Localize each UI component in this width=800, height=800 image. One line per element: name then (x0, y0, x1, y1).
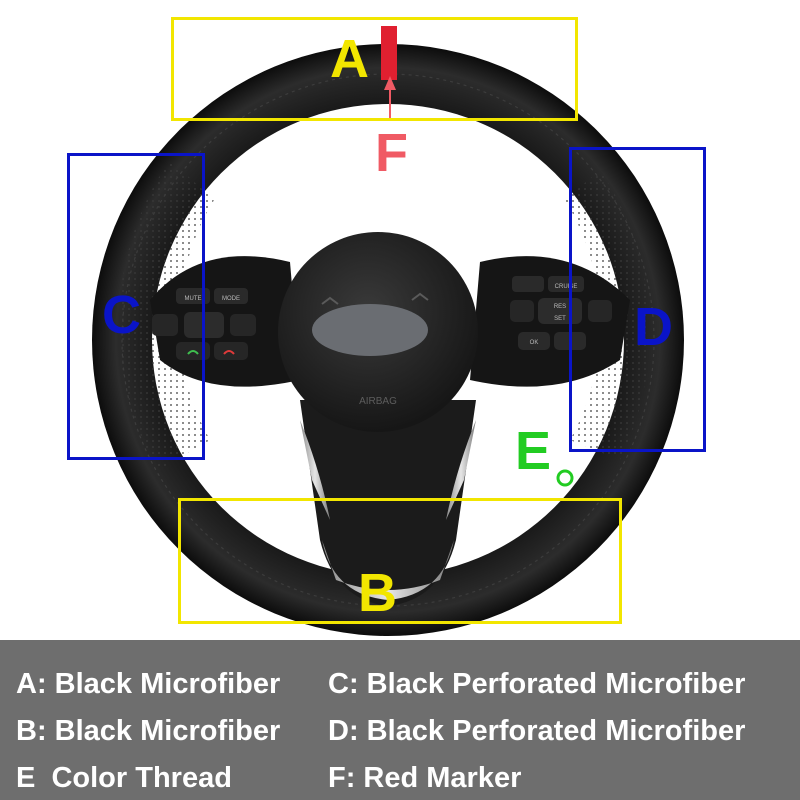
legend-c: C: Black Perforated Microfiber (328, 668, 746, 700)
mode-label: MODE (222, 296, 240, 302)
cruise-label: CRUISE (555, 284, 578, 290)
legend-d: D: Black Perforated Microfiber (328, 715, 746, 747)
red-marker (381, 26, 397, 80)
zone-d-box (569, 147, 706, 452)
mute-label: MUTE (185, 296, 202, 302)
zone-c-box (67, 153, 205, 460)
callout-c: C (102, 285, 141, 345)
thread-marker-circle (556, 469, 574, 487)
blurred-logo (312, 304, 428, 356)
legend-e: E Color Thread (16, 762, 232, 794)
product-image: AIRBAG MUTE MODE CRUISE RES SET (67, 17, 706, 636)
left-control-buttons: MUTE MODE (152, 288, 256, 360)
zone-b-box (178, 498, 622, 624)
callout-a: A (330, 29, 369, 89)
airbag-hub: AIRBAG (278, 232, 478, 432)
set-label: SET (554, 316, 566, 322)
callout-f: F (375, 123, 408, 183)
zone-a-box (171, 17, 578, 121)
legend-b: B: Black Microfiber (16, 715, 281, 747)
airbag-label: AIRBAG (359, 396, 397, 407)
callout-b: B (358, 563, 397, 623)
legend-a: A: Black Microfiber (16, 668, 281, 700)
steering-wheel-illustration: AIRBAG MUTE MODE CRUISE RES SET (92, 26, 684, 636)
ok-label: OK (530, 340, 539, 346)
legend-panel: A: Black Microfiber C: Black Perforated … (0, 640, 800, 800)
callout-d: D (634, 297, 673, 357)
f-arrow (384, 76, 396, 118)
res-label: RES (554, 304, 566, 310)
legend-f: F: Red Marker (328, 762, 522, 794)
right-control-buttons: CRUISE RES SET OK (510, 276, 612, 350)
callout-e: E (515, 421, 552, 481)
